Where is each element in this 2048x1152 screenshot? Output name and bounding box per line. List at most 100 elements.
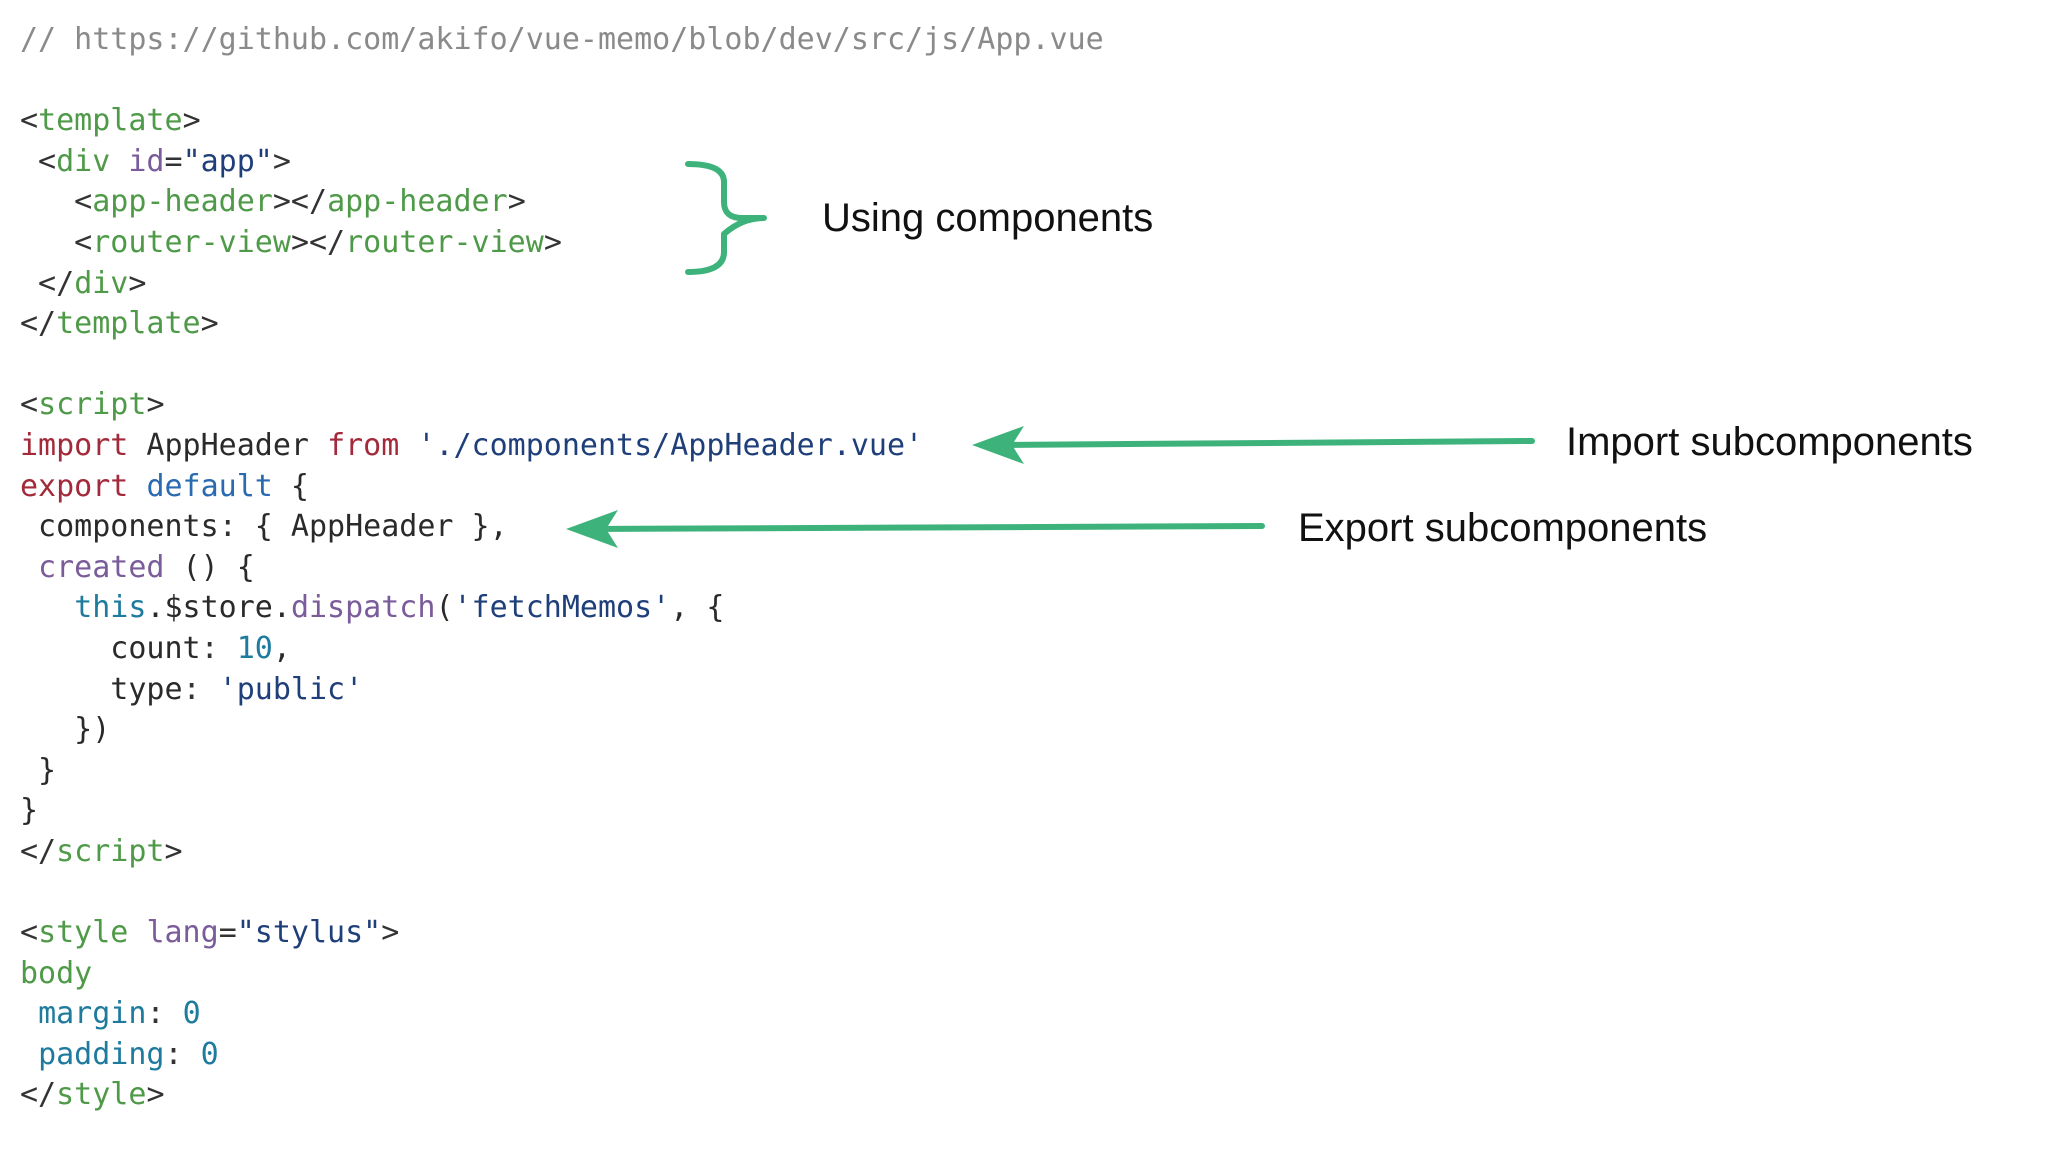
code-token: ></ xyxy=(272,184,328,220)
code-token: "app" xyxy=(182,143,273,179)
code-token: padding xyxy=(38,1036,165,1072)
code-token: .$store. xyxy=(146,590,291,626)
code-line: body xyxy=(20,954,1104,995)
code-token: router-view xyxy=(345,224,544,260)
code-token: from xyxy=(327,427,400,463)
code-token: { AppHeader }, xyxy=(236,509,508,545)
code-line: this.$store.dispatch('fetchMemos', { xyxy=(20,588,1104,629)
code-line: } xyxy=(20,791,1104,832)
code-token: < xyxy=(20,184,93,220)
code-line: </script> xyxy=(20,832,1104,873)
code-token: template xyxy=(56,306,201,342)
code-line: </div> xyxy=(20,264,1104,305)
using-components-label: Using components xyxy=(822,196,1154,240)
code-token: style xyxy=(38,915,129,951)
code-token: : xyxy=(200,630,219,666)
code-token: > xyxy=(272,143,291,179)
code-token: // https://github.com/akifo/vue-memo/blo… xyxy=(20,22,1104,57)
code-token: count xyxy=(20,630,201,666)
code-line: <router-view></router-view> xyxy=(20,223,1104,264)
code-token: export xyxy=(20,468,129,504)
code-token: > xyxy=(507,184,526,220)
code-line: // https://github.com/akifo/vue-memo/blo… xyxy=(20,20,1104,61)
code-token: < xyxy=(20,915,39,951)
code-token: style xyxy=(56,1077,147,1113)
code-token: > xyxy=(543,224,562,260)
code-token: default xyxy=(146,468,273,504)
code-token: router-view xyxy=(92,224,291,260)
code-token: 0 xyxy=(200,1036,219,1072)
export-arrow-shaft xyxy=(589,523,1265,532)
code-token: ></ xyxy=(290,224,346,260)
code-line: import AppHeader from './components/AppH… xyxy=(20,426,1104,467)
code-token: </ xyxy=(20,833,57,869)
code-token: './components/AppHeader.vue' xyxy=(417,427,924,463)
code-token: : xyxy=(182,671,201,707)
code-token: created xyxy=(38,549,165,585)
code-line: margin: 0 xyxy=(20,994,1104,1035)
code-token: dispatch xyxy=(290,590,436,626)
code-token: </ xyxy=(20,265,75,301)
code-token: script xyxy=(56,833,165,869)
code-token: , xyxy=(272,630,291,666)
code-token: > xyxy=(146,387,165,423)
code-line: created () { xyxy=(20,548,1104,589)
code-token: id xyxy=(128,143,165,179)
code-token: "stylus" xyxy=(236,915,382,951)
code-token: < xyxy=(20,224,93,260)
code-line: } xyxy=(20,751,1104,792)
code-token: < xyxy=(20,387,39,423)
code-token: : xyxy=(146,996,165,1032)
code-token: > xyxy=(146,1077,165,1113)
code-line: </template> xyxy=(20,304,1104,345)
code-token: </ xyxy=(20,306,57,342)
code-token: AppHeader xyxy=(128,427,328,463)
code-token: </ xyxy=(20,1077,57,1113)
code-line: type: 'public' xyxy=(20,670,1104,711)
code-token: app-header xyxy=(327,184,508,220)
code-token: > xyxy=(164,833,183,869)
import-arrow-head xyxy=(972,426,1024,464)
code-token: } xyxy=(20,793,39,829)
code-token: : xyxy=(164,1036,183,1072)
import-arrow-shaft xyxy=(997,438,1535,448)
code-token: div xyxy=(56,143,111,179)
code-line: components: { AppHeader }, xyxy=(20,507,1104,548)
code-token: < xyxy=(20,103,39,139)
curly-brace-shape xyxy=(685,161,767,275)
code-token: > xyxy=(381,915,400,951)
code-token: { xyxy=(272,468,309,504)
code-token: margin xyxy=(38,996,147,1032)
code-token: 'fetchMemos' xyxy=(453,590,671,626)
export-subcomponents-label: Export subcomponents xyxy=(1298,506,1708,550)
code-line: count: 10, xyxy=(20,629,1104,670)
code-token: < xyxy=(20,143,57,179)
export-arrow-head xyxy=(566,510,618,548)
code-token: () { xyxy=(164,549,255,585)
code-token: 10 xyxy=(236,630,273,666)
code-token: > xyxy=(128,265,147,301)
code-token: = xyxy=(218,915,237,951)
code-line: <div id="app"> xyxy=(20,142,1104,183)
code-token: lang xyxy=(146,915,219,951)
code-token: 'public' xyxy=(218,671,364,707)
code-line: <app-header></app-header> xyxy=(20,182,1104,223)
code-token: components xyxy=(20,509,219,545)
code-token: > xyxy=(200,306,219,342)
code-token: } xyxy=(20,752,57,788)
code-token: this xyxy=(74,590,147,626)
code-line: export default { xyxy=(20,467,1104,508)
code-line: <style lang="stylus"> xyxy=(20,913,1104,954)
code-token: > xyxy=(182,103,201,139)
import-subcomponents-label: Import subcomponents xyxy=(1566,420,1973,464)
code-token: div xyxy=(74,265,129,301)
code-token: 0 xyxy=(182,996,201,1032)
code-line: }) xyxy=(20,710,1104,751)
code-token: template xyxy=(38,103,183,139)
code-token: ( xyxy=(435,590,454,626)
code-line: </style> xyxy=(20,1075,1104,1116)
code-token: import xyxy=(20,427,129,463)
code-token: script xyxy=(38,387,147,423)
code-token: , { xyxy=(670,590,725,626)
